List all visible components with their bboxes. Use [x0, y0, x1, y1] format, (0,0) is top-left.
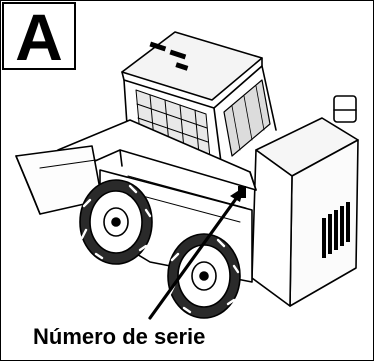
panel-label-box: A	[2, 2, 76, 70]
rear-left-wheel	[167, 233, 241, 319]
roof-marking-icon	[149, 41, 189, 71]
panel-label: A	[15, 0, 63, 74]
rear-grille	[322, 202, 350, 258]
cab-side-window	[223, 79, 271, 157]
serial-number-callout: Número de serie	[33, 324, 206, 349]
cab-roof	[121, 31, 263, 101]
tail-light	[333, 95, 357, 123]
callout-arrow	[148, 187, 244, 320]
front-left-wheel	[79, 179, 153, 265]
engine-housing-front	[251, 149, 293, 307]
